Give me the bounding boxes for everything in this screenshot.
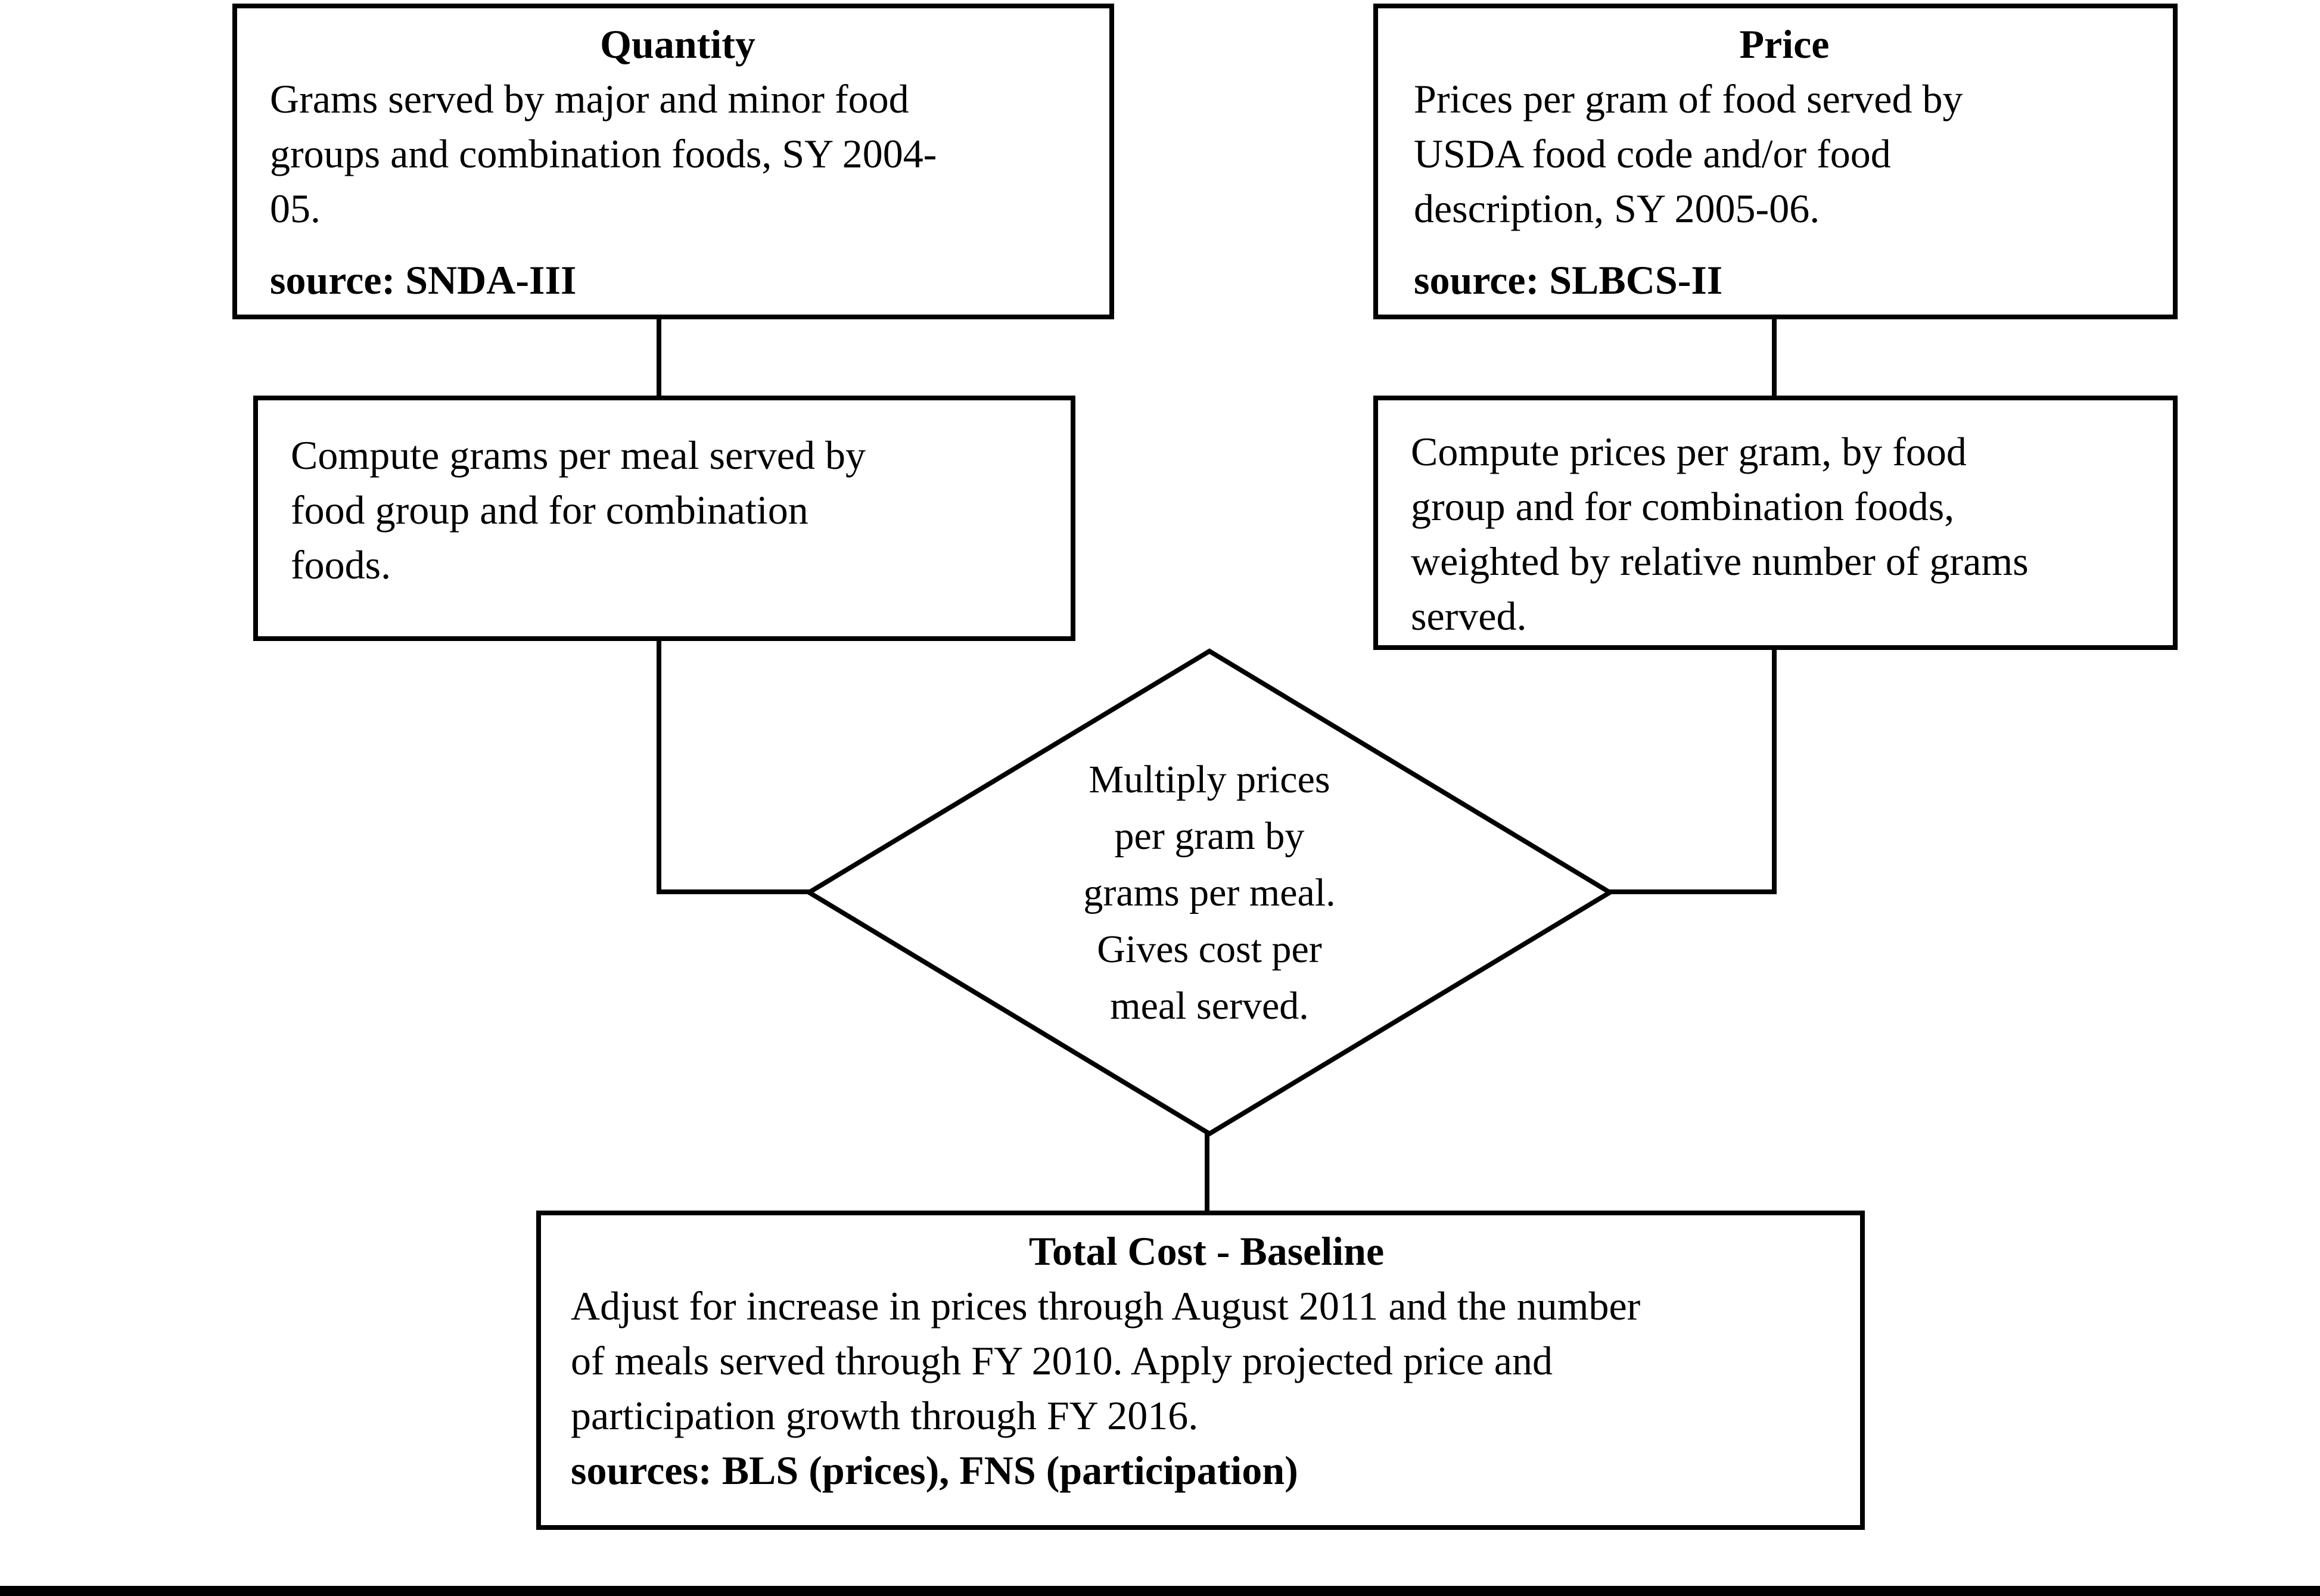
compute-grams-box: Compute grams per meal served by food gr… <box>253 396 1075 641</box>
total-cost-title: Total Cost - Baseline <box>1028 1228 1385 1274</box>
compute-grams-body: Compute grams per meal served by food gr… <box>291 433 866 587</box>
connector-left-to-diamond <box>657 889 814 894</box>
connector-diamond-to-total-cost <box>1205 1132 1209 1212</box>
connector-quantity-to-compute-grams <box>657 318 661 397</box>
connector-right-to-diamond <box>1605 889 1777 894</box>
compute-prices-body: Compute prices per gram, by food group a… <box>1411 429 2029 639</box>
connector-compute-grams-down <box>657 640 661 894</box>
total-cost-body: Adjust for increase in prices through Au… <box>571 1283 1641 1438</box>
quantity-body: Grams served by major and minor food gro… <box>270 76 937 231</box>
compute-prices-box: Compute prices per gram, by food group a… <box>1373 396 2178 650</box>
connector-compute-prices-down <box>1772 649 1777 894</box>
connector-price-to-compute-prices <box>1772 318 1777 397</box>
price-title: Price <box>1739 21 1830 67</box>
quantity-box: Quantity Grams served by major and minor… <box>232 4 1114 319</box>
price-box: Price Prices per gram of food served by … <box>1373 4 2178 319</box>
total-cost-box: Total Cost - Baseline Adjust for increas… <box>536 1211 1865 1530</box>
page-bottom-rule <box>0 1586 2320 1596</box>
quantity-title: Quantity <box>600 21 755 67</box>
total-cost-source: sources: BLS (prices), FNS (participatio… <box>571 1448 1298 1493</box>
quantity-source: source: SNDA-III <box>270 257 577 303</box>
price-body: Prices per gram of food served by USDA f… <box>1414 76 1963 231</box>
price-source: source: SLBCS-II <box>1414 257 1723 303</box>
multiply-step-text: Multiply prices per gram by grams per me… <box>1083 757 1336 1028</box>
multiply-diamond-shape <box>804 648 1615 1137</box>
